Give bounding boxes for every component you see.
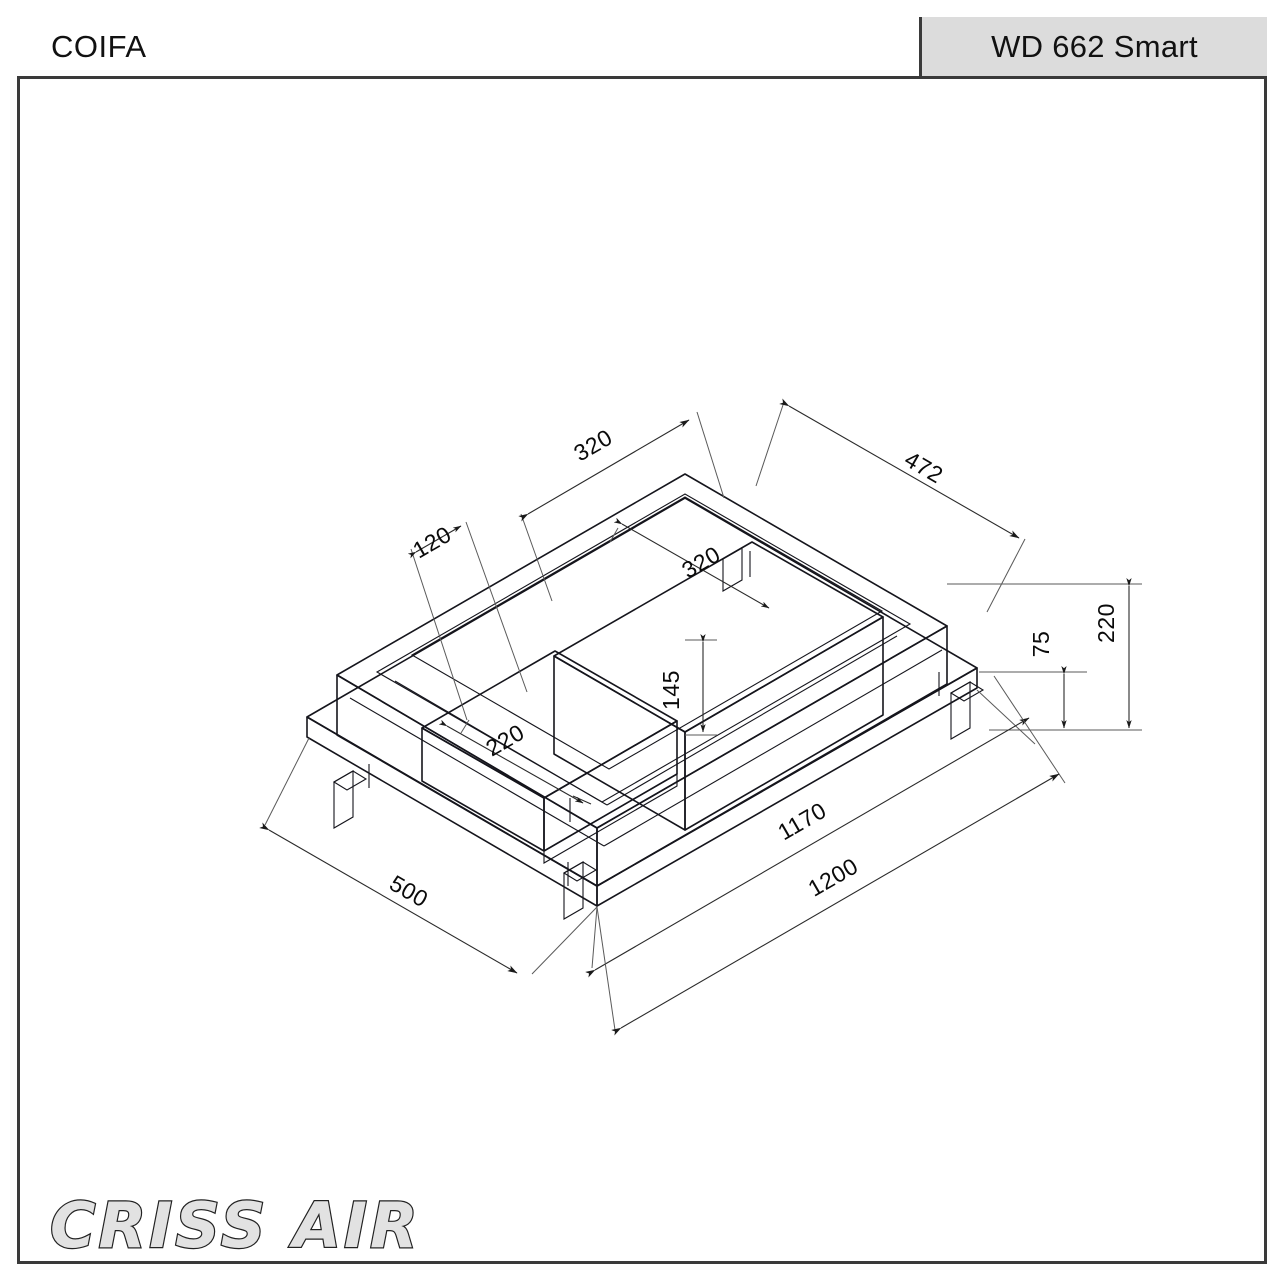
dimension-value-145: 145	[658, 670, 684, 710]
dimension-value-472: 472	[900, 446, 948, 488]
dimension-labels: 320 320 120 220 472 220 75 145 500 1170 …	[385, 424, 1119, 912]
dimension-value-320-face: 320	[677, 541, 725, 583]
dimension-145	[685, 634, 717, 736]
dimension-1200	[596, 675, 1066, 1036]
dimension-120	[407, 521, 528, 721]
drawing-canvas: 320 320 120 220 472 220 75 145 500 1170 …	[17, 80, 1267, 1264]
title-block-model: WD 662 Smart	[919, 17, 1267, 76]
dimension-value-320-top: 320	[569, 424, 617, 466]
brand-logo: CRISS AIR	[48, 1191, 478, 1263]
criss-air-logo-mark: CRISS AIR	[49, 1191, 421, 1263]
base-flange	[306, 497, 978, 907]
title-block: COIFA WD 662 Smart	[17, 17, 1267, 79]
drawing-frame	[17, 17, 1267, 1264]
dimension-value-75: 75	[1028, 631, 1054, 658]
dimension-value-220-height: 220	[1093, 603, 1119, 643]
dimension-75	[979, 666, 1087, 731]
dimension-value-1200: 1200	[803, 853, 862, 902]
dimension-472	[755, 398, 1026, 613]
dimension-value-500: 500	[385, 870, 433, 912]
dimension-320-top	[518, 411, 725, 602]
dimension-500	[259, 737, 598, 975]
product-category-label: COIFA	[51, 28, 147, 64]
dimension-320-face	[609, 517, 770, 609]
dimension-value-120: 120	[408, 521, 456, 563]
title-block-left: COIFA	[17, 17, 919, 76]
model-name-label: WD 662 Smart	[991, 28, 1198, 64]
brand-logo-text: CRISS AIR	[50, 1191, 421, 1262]
isometric-view: 320 320 120 220 472 220 75 145 500 1170 …	[259, 398, 1142, 1036]
